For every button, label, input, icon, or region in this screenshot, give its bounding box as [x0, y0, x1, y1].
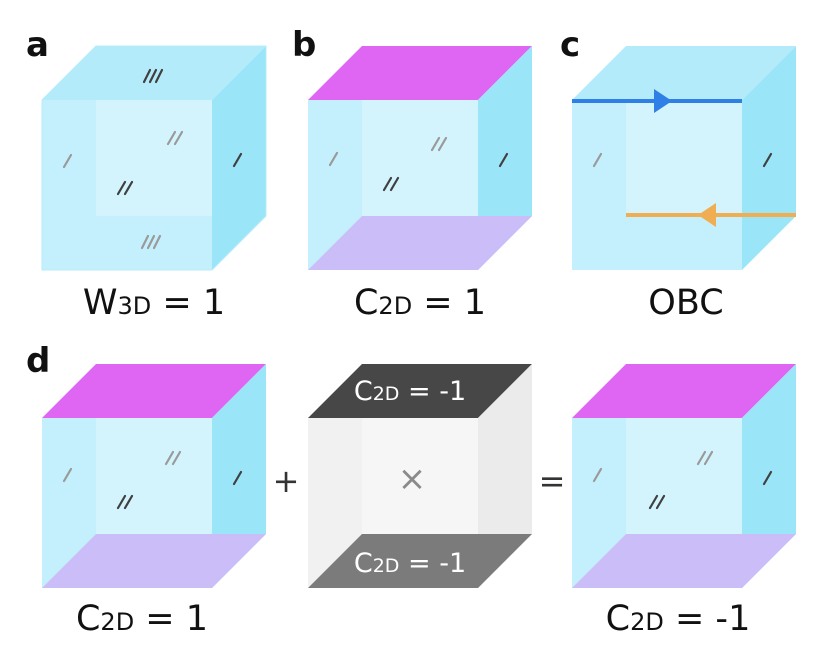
- caption-c: OBC: [648, 283, 723, 323]
- panel-b: b C2D = 1: [292, 25, 532, 323]
- cube-inner-back-face: [362, 100, 478, 216]
- middle-top-label: C2D = -1: [354, 376, 466, 407]
- middle-bottom-band: [308, 534, 532, 588]
- bottom-surface-state: [42, 534, 266, 588]
- middle-top-band: [308, 364, 532, 418]
- hash-mark-single-left: [328, 151, 339, 167]
- cube-inner-back-face: [96, 418, 212, 534]
- cross-mark-icon: ×: [398, 459, 427, 499]
- panel-label-d: d: [26, 341, 50, 381]
- panel-d: d C2D = 1 +: [26, 341, 796, 639]
- cube-inner-back-face: [626, 100, 742, 216]
- equals-sign: =: [539, 462, 566, 500]
- cube-c: [572, 46, 796, 270]
- hash-mark-single-right: [498, 152, 509, 168]
- hash-marks-double-front: [116, 180, 134, 196]
- top-surface-state: [308, 46, 532, 100]
- cube-d-middle: C2D = -1 C2D = -1 ×: [308, 364, 532, 588]
- caption-d-right: C2D = -1: [606, 599, 751, 639]
- hash-marks-double-front: [648, 494, 666, 510]
- hash-mark-single-left: [62, 153, 73, 169]
- cube-outline: [41, 45, 267, 271]
- top-surface-state: [42, 364, 266, 418]
- hash-mark-single-left: [62, 467, 73, 483]
- hash-mark-single-left: [592, 152, 603, 168]
- panel-label-c: c: [560, 25, 580, 65]
- bottom-surface-state: [572, 534, 796, 588]
- caption-b: C2D = 1: [354, 283, 486, 323]
- cube-top-face: [572, 46, 796, 100]
- hash-mark-single-right: [762, 470, 773, 486]
- hash-marks-double-front: [116, 494, 134, 510]
- hash-marks-double-back: [430, 136, 448, 152]
- hash-mark-single-right: [232, 470, 243, 486]
- cube-d-right: [572, 364, 796, 588]
- panel-c: c OBC: [560, 25, 796, 323]
- panel-label-b: b: [292, 25, 316, 65]
- hash-marks-double-back: [164, 450, 182, 466]
- panel-label-a: a: [26, 25, 49, 65]
- middle-inner-face: [362, 418, 478, 534]
- hash-mark-single-right: [232, 152, 243, 168]
- hash-marks-triple-bottom: [140, 234, 162, 250]
- top-surface-state: [572, 364, 796, 418]
- middle-right-face: [478, 364, 532, 588]
- cube-b: [308, 46, 532, 270]
- cube-inner-back-face: [626, 418, 742, 534]
- caption-d-left: C2D = 1: [76, 599, 208, 639]
- hash-marks-double-front: [382, 176, 400, 192]
- bottom-surface-state: [308, 216, 532, 270]
- edge-state-top-arrow: [572, 89, 742, 113]
- middle-bottom-label: C2D = -1: [354, 548, 466, 579]
- edge-state-bottom-arrow: [626, 203, 796, 227]
- caption-a: W3D = 1: [83, 283, 225, 323]
- hash-marks-double-back: [696, 450, 714, 466]
- hash-mark-single-left: [592, 467, 603, 483]
- hash-marks-triple-top: [142, 68, 164, 84]
- hash-marks-double-back: [166, 130, 184, 146]
- plus-sign: +: [273, 462, 300, 500]
- cube-d-left: [42, 364, 266, 588]
- cube-a: [41, 45, 267, 271]
- panel-a: a W3D: [26, 25, 267, 323]
- cube-inner-back-face: [96, 100, 212, 216]
- hash-mark-single-right: [762, 152, 773, 168]
